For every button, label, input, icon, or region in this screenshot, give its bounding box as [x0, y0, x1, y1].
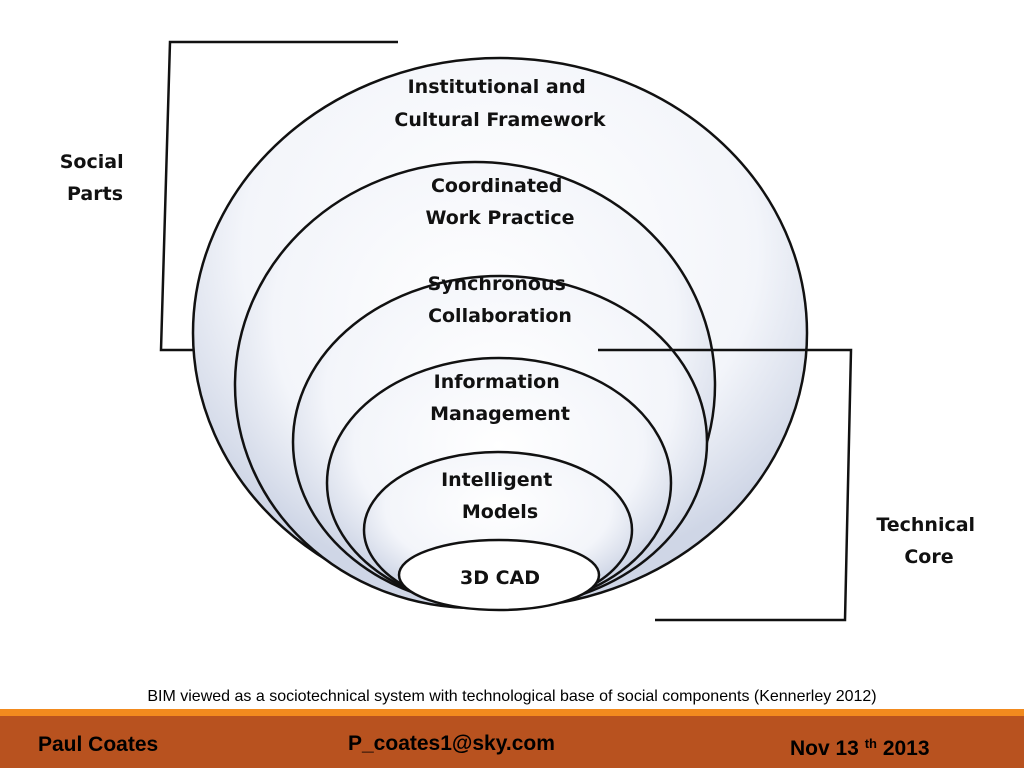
footer-date: Nov 13 th 2013	[790, 736, 930, 761]
nested-ellipse-diagram: Institutional and Cultural Framework Coo…	[60, 40, 981, 622]
footer-date-suffix: 2013	[876, 737, 930, 760]
ring-label-line: Collaboration	[428, 305, 572, 327]
ring-label-line: Intelligent	[441, 469, 552, 491]
ring-label-line: 3D CAD	[460, 567, 540, 589]
footer-date-sup: th	[864, 736, 877, 751]
footer-author: Paul Coates	[38, 733, 159, 756]
technical-core-label: Technical Core	[876, 514, 981, 568]
figure-caption: BIM viewed as a sociotechnical system wi…	[147, 688, 877, 705]
ring-label-line: Models	[462, 501, 538, 523]
ring-label-line: Management	[430, 403, 570, 425]
ring-label-information: Information Management	[430, 371, 570, 425]
footer-email: P_coates1@sky.com	[348, 732, 555, 755]
technical-core-bracket	[598, 348, 853, 622]
ring-label-line: Institutional and	[408, 76, 586, 98]
footer-bar: Paul Coates P_coates1@sky.com Nov 13 th …	[0, 716, 1024, 768]
side-label-line: Core	[904, 546, 953, 568]
ring-label-line: Work Practice	[425, 207, 574, 229]
ring-label-intelligent: Intelligent Models	[441, 469, 559, 523]
ring-label-line: Information	[434, 371, 560, 393]
side-label-line: Technical	[876, 514, 975, 536]
ring-label-line: Coordinated	[431, 175, 562, 197]
footer-accent-line	[0, 709, 1024, 716]
ring-label-institutional: Institutional and Cultural Framework	[394, 76, 606, 131]
side-label-line: Social	[60, 151, 124, 173]
footer-date-prefix: Nov 13	[790, 737, 865, 760]
ring-label-coordinated: Coordinated Work Practice	[425, 175, 574, 229]
ring-label-line: Synchronous	[428, 273, 566, 295]
ring-label-3d-cad: 3D CAD	[460, 567, 540, 589]
rings-group	[191, 56, 809, 612]
side-label-line: Parts	[67, 183, 123, 205]
ring-label-line: Cultural Framework	[394, 109, 606, 131]
ring-label-synchronous: Synchronous Collaboration	[428, 273, 573, 327]
ring-3d-cad	[397, 538, 601, 612]
social-parts-label: Social Parts	[60, 151, 130, 205]
